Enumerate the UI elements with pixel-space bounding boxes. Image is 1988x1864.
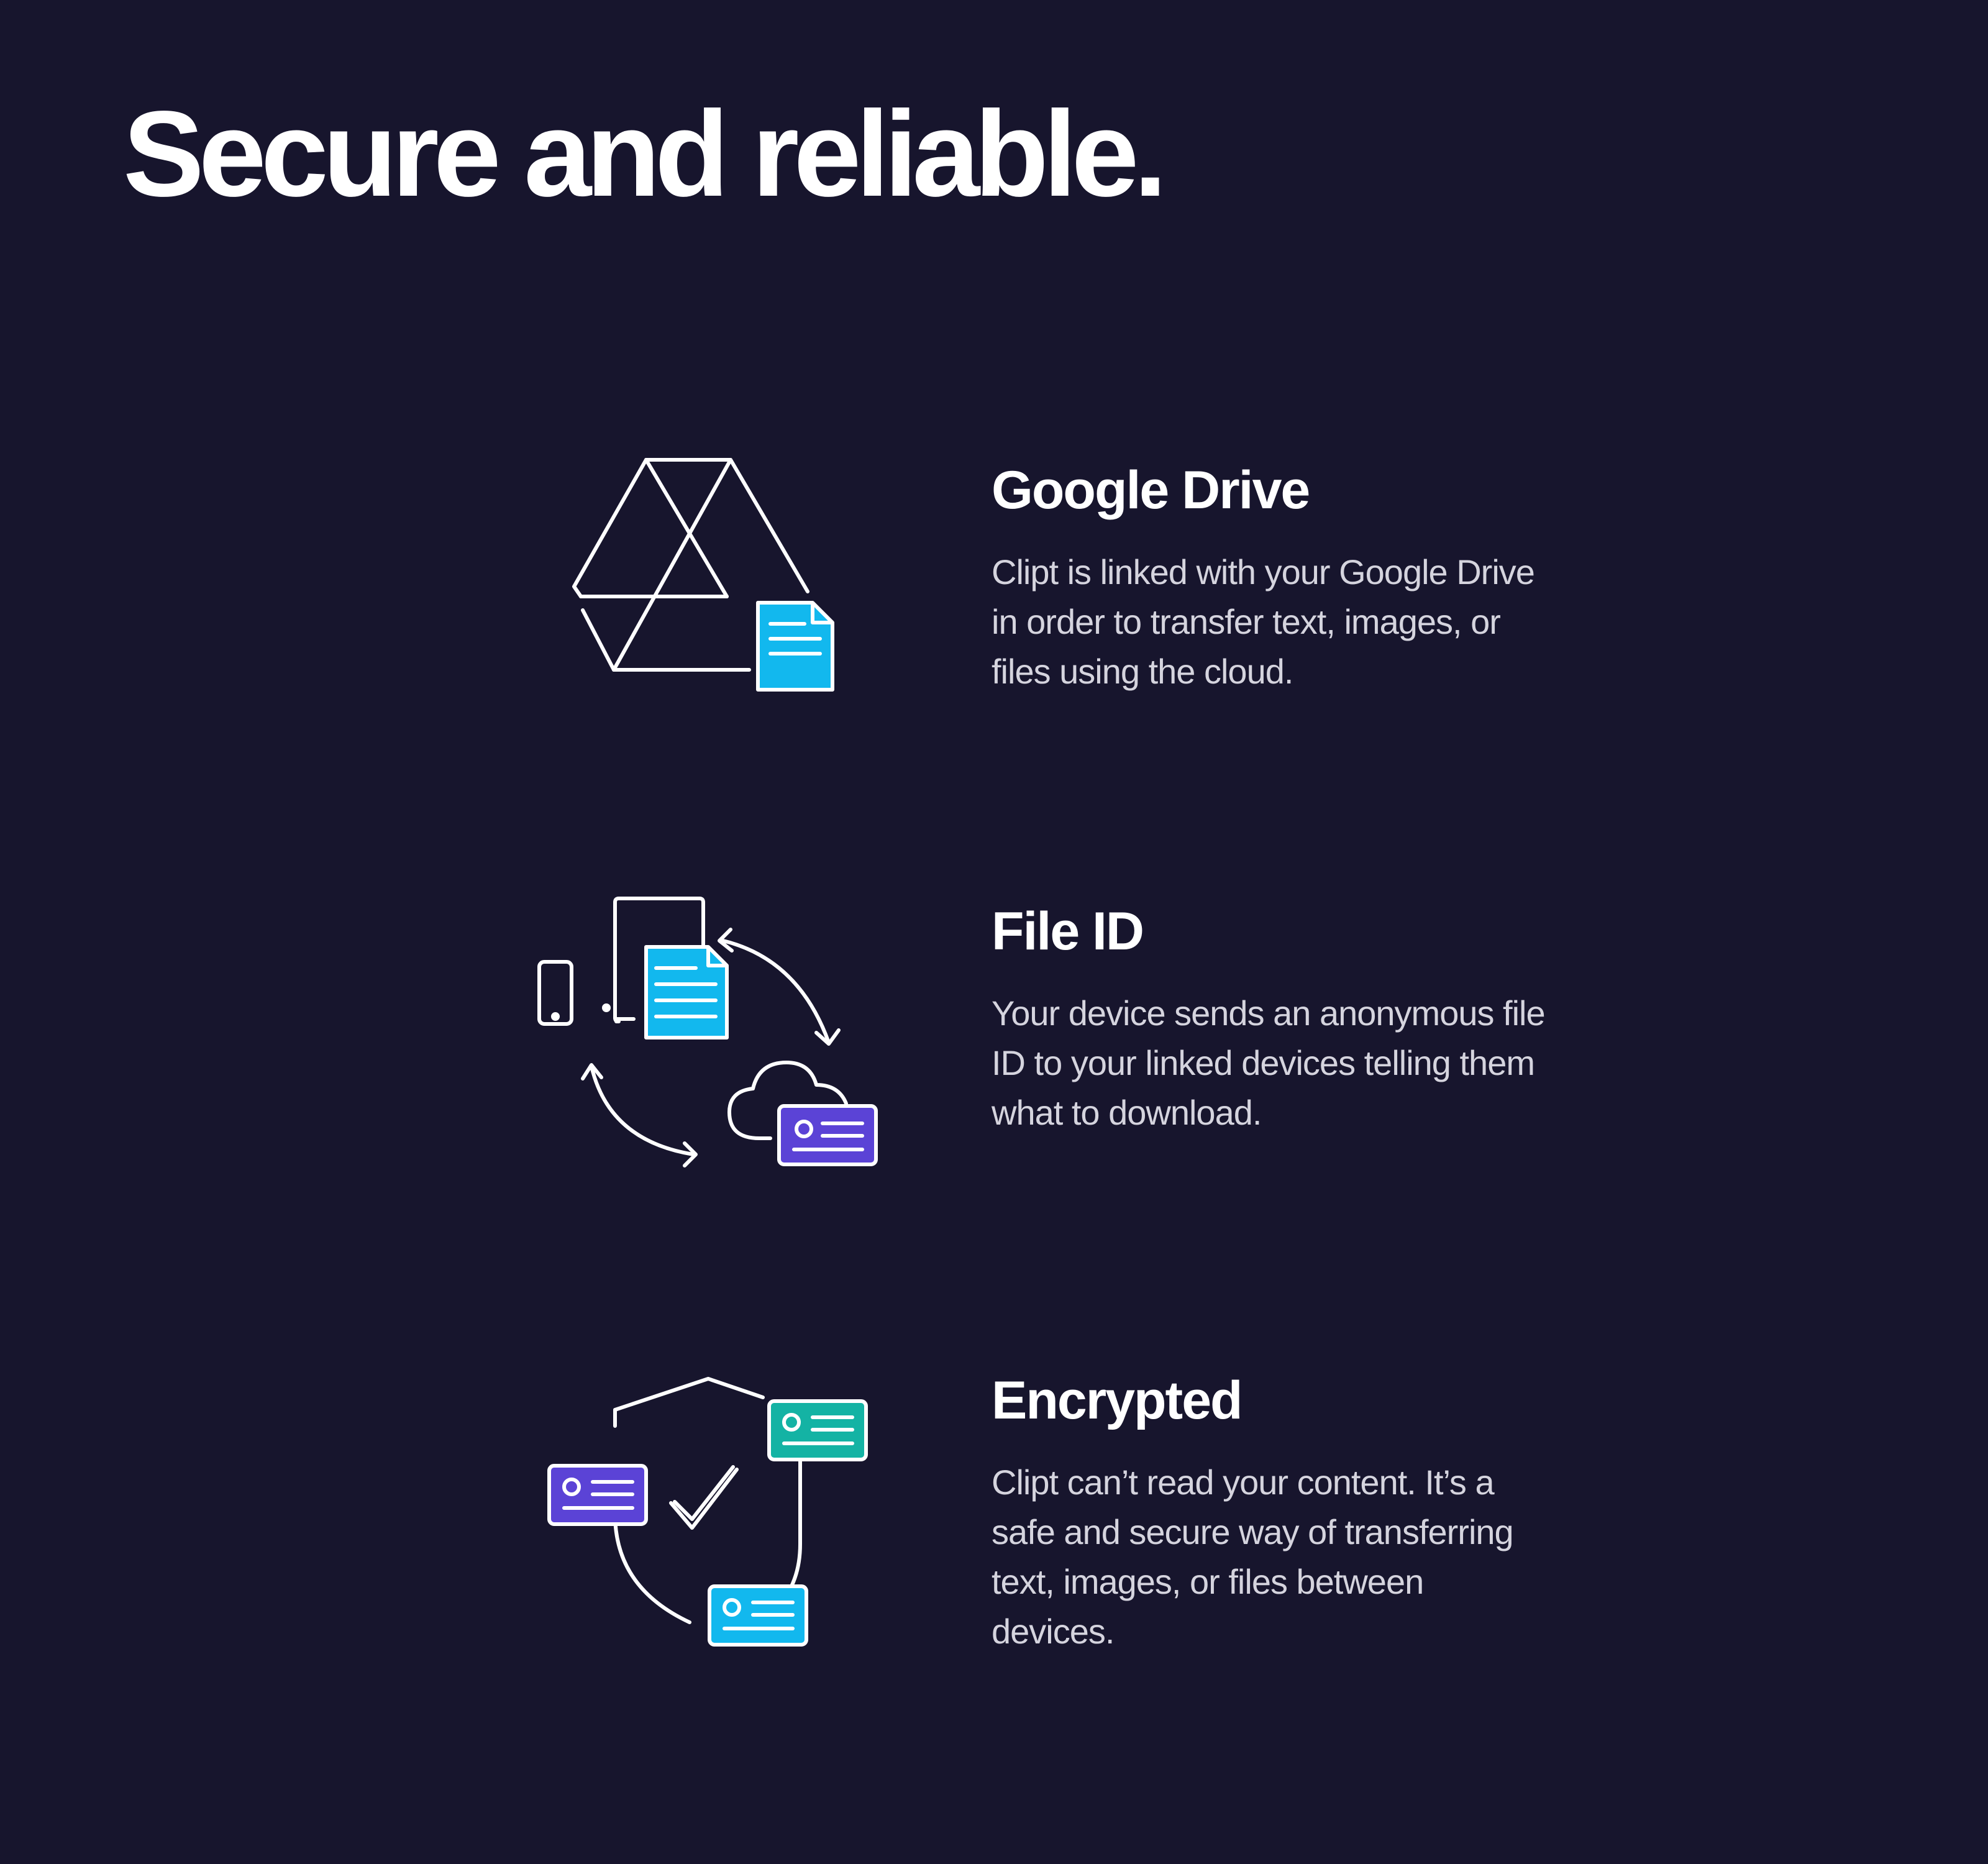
feature-google-drive: Google Drive Clipt is linked with your G… — [0, 429, 1988, 802]
feature-encrypted: Encrypted Clipt can’t read your content.… — [0, 1339, 1988, 1712]
feature-file-id: File ID Your device sends an anonymous f… — [0, 870, 1988, 1243]
feature-description: Clipt can’t read your content. It’s a sa… — [992, 1462, 1514, 1651]
encrypted-shield-icon — [522, 1339, 895, 1712]
google-drive-icon — [522, 429, 895, 802]
file-id-sync-icon — [522, 870, 895, 1243]
feature-description: Your device sends an anonymous file ID t… — [992, 993, 1546, 1132]
document-icon — [756, 601, 834, 692]
feature-description: Clipt is linked with your Google Drive i… — [992, 552, 1535, 691]
page-title: Secure and reliable. — [123, 86, 1167, 222]
feature-title: Encrypted — [992, 1371, 1243, 1430]
feature-title: File ID — [992, 902, 1144, 961]
feature-title: Google Drive — [992, 460, 1310, 520]
